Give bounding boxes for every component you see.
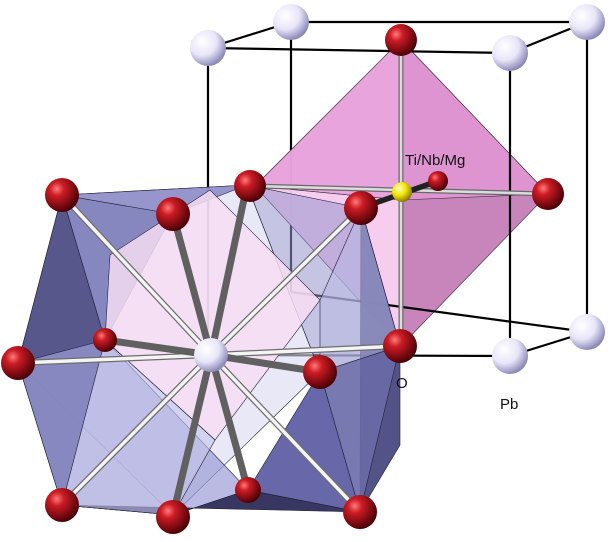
bond-highlight: [209, 353, 362, 514]
oxygen-atom: [383, 329, 417, 363]
bond-highlight: [60, 353, 213, 507]
polyhedron-face: [104, 189, 321, 441]
oxygen-atom: [385, 24, 417, 56]
label-ti-nb-mg: Ti/Nb/Mg: [405, 152, 465, 169]
oxygen-atom: [1, 346, 35, 380]
lead-atom: [190, 30, 226, 66]
lead-atom: [492, 35, 528, 71]
label-lead: Pb: [500, 396, 518, 413]
atom-labels: Ti/Nb/Mg O Pb: [396, 152, 518, 413]
oxygen-atom: [156, 197, 190, 231]
oxygen-atom: [45, 178, 79, 212]
bond-highlight: [60, 193, 213, 357]
bond-highlight: [209, 206, 363, 357]
label-oxygen: O: [396, 375, 408, 392]
bond-highlight: [209, 344, 402, 357]
oxygen-atom: [234, 170, 266, 202]
b-site-atom: [392, 182, 412, 202]
oxygen-atom: [235, 477, 261, 503]
oxygen-atom: [344, 191, 378, 225]
oxygen-atom: [428, 171, 448, 191]
lead-atom-center: [194, 338, 228, 372]
oxygen-atom: [93, 328, 117, 352]
lead-atom: [273, 4, 309, 40]
bond: [169, 351, 215, 519]
lead-atom: [569, 4, 605, 40]
cell-edge: [207, 46, 511, 55]
oxygen-atom: [303, 355, 337, 389]
bond: [169, 210, 215, 359]
bond: [207, 351, 324, 376]
atoms: [1, 4, 605, 534]
pb-o-bonds-light: [15, 192, 403, 515]
bond: [101, 336, 215, 359]
bond: [207, 351, 252, 494]
lead-atom: [492, 338, 528, 374]
bond: [207, 181, 251, 359]
oxygen-atom: [45, 488, 79, 522]
oxygen-atom: [343, 495, 377, 529]
pb-o-bonds-dark: [101, 181, 324, 519]
oxygen-atom: [156, 500, 190, 534]
lead-atom: [569, 314, 605, 350]
bond-highlight: [16, 353, 213, 365]
oxygen-atom: [532, 178, 564, 210]
